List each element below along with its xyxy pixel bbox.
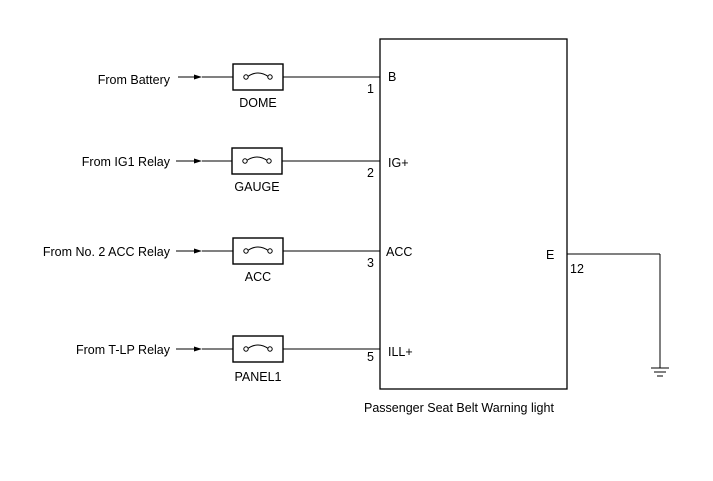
ground-circuit: E 12	[546, 248, 669, 377]
source-label: From T-LP Relay	[76, 343, 171, 357]
source-label: From IG1 Relay	[82, 155, 171, 169]
arrow-icon	[194, 248, 202, 254]
terminal-label: ACC	[386, 245, 412, 259]
circuit-row-tlp: From T-LP Relay PANEL1 5 ILL+	[76, 335, 413, 384]
fuse-label: DOME	[239, 96, 277, 110]
circuit-row-ig1: From IG1 Relay GAUGE 2 IG+	[82, 147, 409, 194]
arrow-icon	[194, 346, 202, 352]
fuse-label: PANEL1	[234, 370, 281, 384]
circuit-row-battery: From Battery DOME 1 B	[98, 63, 396, 110]
fuse-label: GAUGE	[234, 180, 279, 194]
component-box	[379, 38, 568, 390]
fuse-icon	[232, 63, 284, 91]
source-label: From Battery	[98, 73, 171, 87]
source-label: From No. 2 ACC Relay	[43, 245, 171, 259]
pin-number: 3	[367, 256, 374, 270]
component-label: Passenger Seat Belt Warning light	[364, 401, 554, 415]
terminal-label: B	[388, 70, 396, 84]
pin-number: 5	[367, 350, 374, 364]
circuit-row-acc: From No. 2 ACC Relay ACC 3 ACC	[43, 237, 412, 284]
pin-number: 12	[570, 262, 584, 276]
pin-number: 2	[367, 166, 374, 180]
pin-number: 1	[367, 82, 374, 96]
fuse-icon	[232, 335, 284, 363]
terminal-label: IG+	[388, 156, 409, 170]
fuse-icon	[231, 147, 283, 175]
arrow-icon	[194, 158, 202, 164]
terminal-label: E	[546, 248, 554, 262]
ground-icon	[651, 367, 669, 377]
terminal-label: ILL+	[388, 345, 413, 359]
arrow-icon	[194, 74, 202, 80]
fuse-icon	[232, 237, 284, 265]
fuse-label: ACC	[245, 270, 271, 284]
